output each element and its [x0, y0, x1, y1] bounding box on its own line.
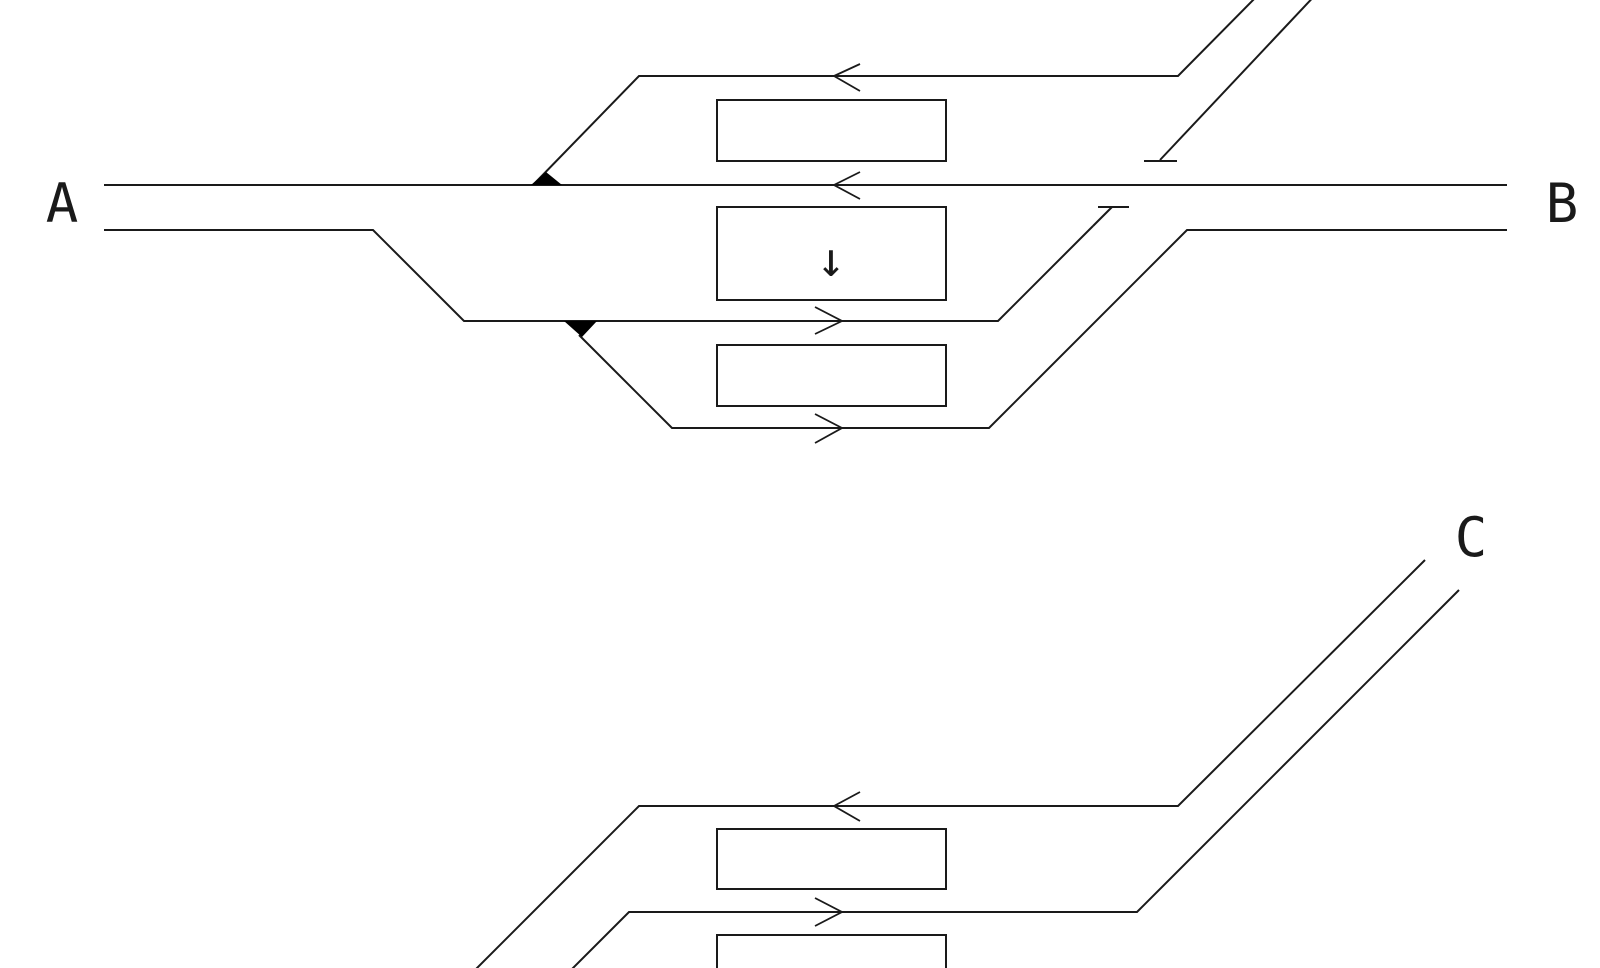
arrow-right-icon — [814, 413, 844, 444]
branch-c-inner-track — [571, 589, 1460, 968]
switch-marker-icon — [531, 172, 562, 185]
arrow-left-icon — [832, 63, 861, 92]
lower-track-stop-stub — [1092, 206, 1113, 227]
upper-branch-track — [1159, 0, 1312, 161]
arrow-right-icon — [814, 306, 845, 335]
platform-direction-up-icon: ↑ — [817, 957, 846, 968]
arrow-left-icon — [832, 791, 861, 822]
platform-lower-2 — [716, 934, 947, 968]
label-b: B — [1546, 172, 1579, 235]
branch-c-outer-track — [475, 559, 1426, 968]
label-c: C — [1455, 506, 1488, 569]
label-a: A — [46, 172, 79, 235]
platform-upper-1 — [716, 99, 947, 162]
arrow-right-icon — [814, 897, 844, 927]
arrow-left-icon — [832, 171, 861, 200]
main-line-lower-right-track — [578, 229, 1507, 429]
platform-direction-down-icon: ↓ — [817, 232, 846, 288]
platform-lower-1 — [716, 828, 947, 890]
platform-upper-2 — [716, 206, 947, 301]
platform-upper-3 — [716, 344, 947, 407]
main-line-lower-track — [104, 225, 1094, 322]
switch-marker-icon — [564, 321, 597, 337]
upper-loop-track — [532, 0, 1255, 186]
